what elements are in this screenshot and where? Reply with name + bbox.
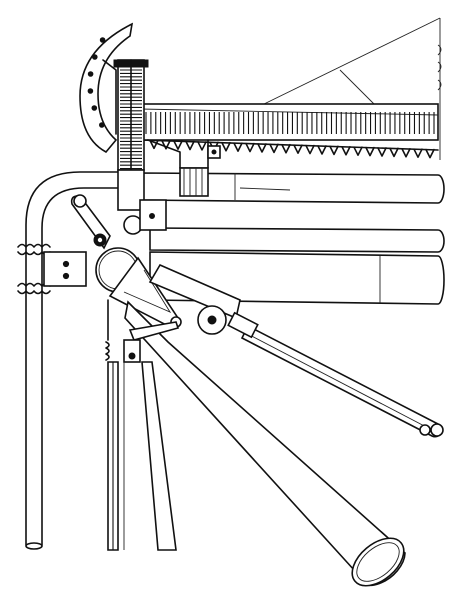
sector-arc [79, 22, 134, 154]
tube-upper [139, 172, 445, 204]
arc-holes [87, 37, 106, 128]
rack-tooth [389, 147, 399, 158]
bracket-block [179, 167, 209, 197]
rack-tooth [233, 142, 243, 152]
rack-tooth [425, 148, 435, 159]
rack-tooth [401, 147, 411, 158]
diagonal-tube [124, 300, 406, 587]
spring [105, 299, 110, 361]
rack-tooth [281, 143, 291, 154]
lever-arm [70, 194, 111, 250]
lower-posts [107, 361, 177, 551]
vertical-rack [113, 59, 149, 171]
rack-tooth [257, 143, 267, 153]
arc-hole [87, 71, 94, 77]
rack-bracket [147, 139, 221, 197]
tube-middle [149, 227, 445, 253]
rack-tooth [365, 146, 375, 157]
rack-tooth [377, 147, 387, 157]
horizontal-rack [139, 103, 439, 159]
rack-tooth [185, 140, 195, 151]
rack-tooth [221, 141, 231, 152]
rack-tooth [341, 145, 351, 156]
horizontal-tubes [139, 172, 445, 305]
arc-hole [99, 37, 106, 43]
background-frame [261, 17, 442, 160]
rack-tooth [269, 143, 279, 154]
rack-tooth [173, 140, 183, 150]
rack-tooth [329, 145, 339, 156]
rack-teeth [149, 139, 435, 159]
rack-tooth [353, 146, 363, 156]
arc-hole [91, 105, 98, 111]
rack-tooth [197, 141, 207, 151]
arc-hole [87, 88, 94, 94]
connecting-link [123, 321, 180, 363]
rack-tooth [293, 144, 303, 154]
tube-lower [149, 251, 445, 305]
frame-clamps [17, 243, 87, 295]
rack-ribs [145, 112, 435, 134]
left-frame-tube [17, 171, 141, 550]
rack-tooth [245, 142, 255, 153]
arc-hole [99, 122, 105, 128]
rack-tooth [161, 139, 171, 150]
rack-tooth [317, 145, 327, 155]
arc-hole [92, 54, 98, 60]
rack-tooth [305, 144, 315, 155]
central-column [117, 169, 167, 235]
rack-tooth [413, 148, 423, 158]
push-rods [148, 263, 444, 438]
